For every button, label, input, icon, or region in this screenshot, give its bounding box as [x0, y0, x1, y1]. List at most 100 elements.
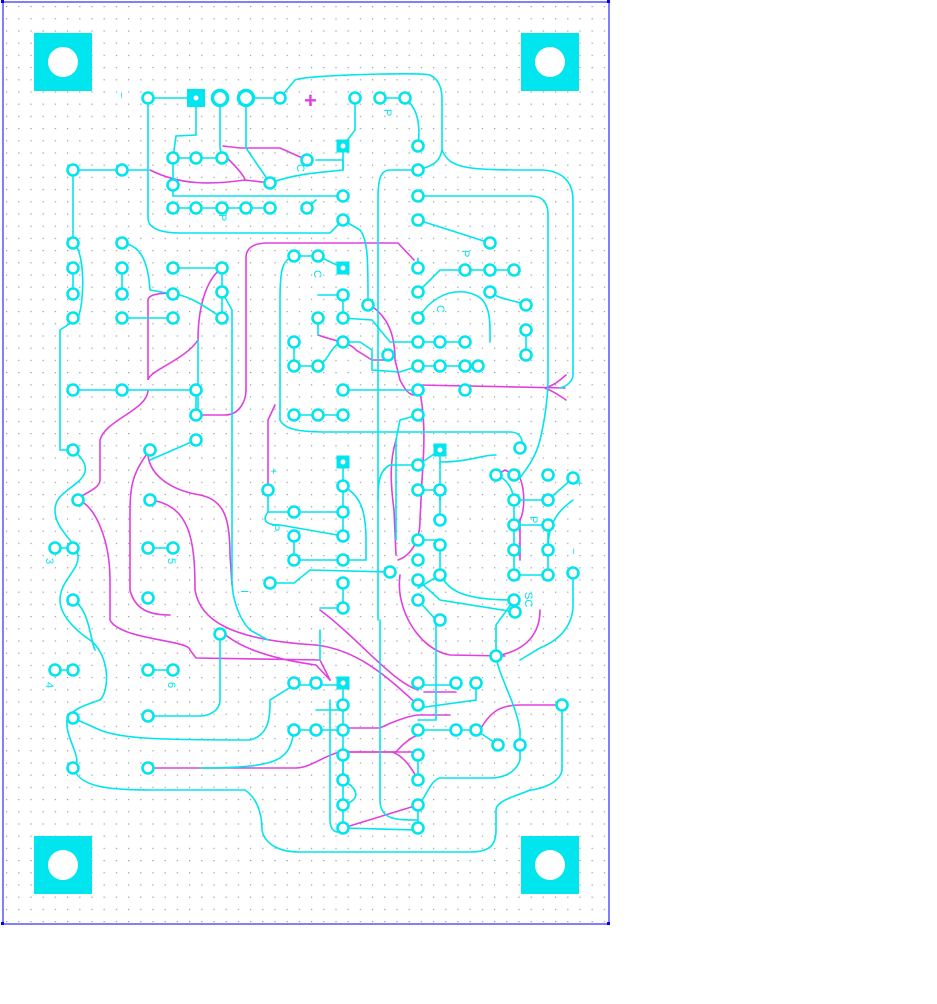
pad-round	[541, 543, 555, 557]
pad-round	[287, 676, 301, 690]
pad-round	[141, 591, 155, 605]
pad-round	[348, 91, 362, 105]
pad-round	[263, 201, 277, 215]
pad-round	[189, 408, 203, 422]
corner-marker-tr	[607, 0, 610, 3]
pad-round	[541, 468, 555, 482]
pad-round	[411, 723, 425, 737]
pad-round	[141, 761, 155, 775]
label-sc: SC	[522, 592, 534, 607]
pad-round	[449, 723, 463, 737]
mounting-hole-bl	[34, 836, 92, 894]
pad-round	[507, 518, 521, 532]
pad-round	[48, 663, 62, 677]
pad-round	[336, 189, 350, 203]
pad-round	[287, 408, 301, 422]
pad-round	[189, 383, 203, 397]
pad-round	[287, 529, 301, 543]
pad-round	[411, 748, 425, 762]
pad-round	[143, 443, 157, 457]
pad-square-hole	[340, 680, 346, 686]
pad-round	[411, 773, 425, 787]
pad-round	[489, 649, 503, 663]
pad-round	[411, 458, 425, 472]
pad-square-hole	[340, 143, 346, 149]
pad-round	[189, 151, 203, 165]
pad-round	[411, 139, 425, 153]
pad-round	[336, 529, 350, 543]
pad-round	[411, 553, 425, 567]
pad-round	[66, 443, 80, 457]
pad-square-hole	[340, 459, 346, 465]
pad-round	[215, 261, 229, 275]
pad-round	[566, 566, 580, 580]
pad-round	[336, 601, 350, 615]
pad-round	[541, 568, 555, 582]
pad-round	[166, 201, 180, 215]
pad-round	[311, 249, 325, 263]
pad-round	[411, 335, 425, 349]
pad-round	[141, 541, 155, 555]
pad-round	[215, 201, 229, 215]
pad-round	[507, 568, 521, 582]
pad-round	[215, 311, 229, 325]
pad-round	[66, 541, 80, 555]
label-c1: C	[294, 164, 306, 172]
pad-round	[381, 348, 395, 362]
pad-round	[143, 493, 157, 507]
label-n3: 3	[43, 558, 55, 564]
pad-round	[66, 663, 80, 677]
pad-round	[115, 236, 129, 250]
pad-round	[287, 505, 301, 519]
pad-round	[66, 311, 80, 325]
silkscreen-labels: − + P C P C P C + P 3 5 4 6 + P − SC I	[43, 88, 585, 688]
pad-round	[261, 483, 275, 497]
pad-round	[411, 285, 425, 299]
pad-round	[411, 698, 425, 712]
pad-round	[433, 483, 447, 497]
pad-round	[336, 505, 350, 519]
pad-round	[411, 213, 425, 227]
board-outline	[2, 1, 610, 925]
pad-round	[336, 798, 350, 812]
label-n5: 5	[165, 558, 177, 564]
pad-round	[166, 311, 180, 325]
pad-round	[411, 311, 425, 325]
pad-round	[71, 493, 85, 507]
pad-round	[519, 323, 533, 337]
label-c3: C	[434, 305, 446, 313]
pad-round	[287, 723, 301, 737]
corner-marker-tl	[1, 0, 4, 3]
pad-round	[433, 335, 447, 349]
pad-round	[309, 723, 323, 737]
pad-round	[411, 189, 425, 203]
pad-round	[336, 576, 350, 590]
pad-round	[287, 553, 301, 567]
pad-round	[48, 541, 62, 555]
pad-round	[287, 249, 301, 263]
pad-round	[66, 711, 80, 725]
pad-round	[336, 748, 350, 762]
pad-round	[336, 213, 350, 227]
label-c2: C	[311, 270, 323, 278]
pad-round	[541, 518, 555, 532]
pad-round	[66, 593, 80, 607]
pad-round	[566, 471, 580, 485]
label-p2: P	[216, 214, 228, 221]
pad-round	[66, 236, 80, 250]
pad-round	[433, 538, 447, 552]
pad-round	[141, 709, 155, 723]
pad-round	[66, 287, 80, 301]
pad-round	[433, 513, 447, 527]
pad-round	[541, 493, 555, 507]
pad-round	[215, 151, 229, 165]
pad-round	[411, 798, 425, 812]
pad-round	[398, 91, 412, 105]
pad-square-hole	[340, 265, 346, 271]
pad-round	[300, 201, 314, 215]
pad-round	[311, 311, 325, 325]
pad-round	[309, 676, 323, 690]
pad-round	[263, 176, 277, 190]
pad-round	[336, 408, 350, 422]
label-p3: P	[459, 250, 471, 257]
